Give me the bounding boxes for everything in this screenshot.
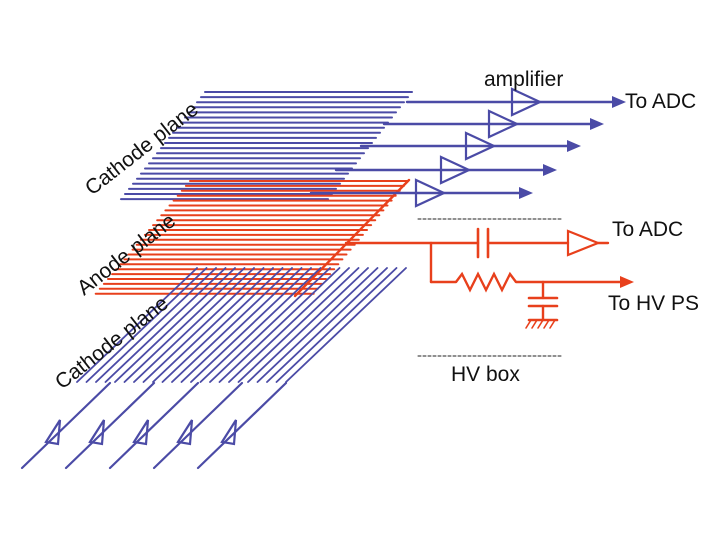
amplifier-triangle: [414, 178, 447, 208]
to-adc-top-label: To ADC: [625, 90, 696, 113]
ground-hatch: [537, 319, 544, 329]
bottom-cathode-wire: [237, 267, 360, 383]
arrow-head: [567, 140, 581, 152]
bottom-cathode-plane: [20, 267, 407, 470]
bottom-cathode-wire: [180, 267, 303, 383]
bottom-cathode-label: Cathode plane: [51, 292, 173, 394]
to-adc-anode-label: To ADC: [612, 218, 683, 241]
ground-hatch: [549, 319, 556, 329]
bottom-cathode-wire: [190, 267, 312, 383]
hv-circuit: [344, 218, 634, 357]
bottom-cathode-wire: [218, 267, 341, 383]
bottom-amplifier-triangle: [220, 419, 238, 446]
amplifier-triangle: [439, 155, 472, 185]
top-cathode-plane: [120, 91, 413, 201]
arrow-head: [543, 164, 557, 176]
to-hv-ps-label: To HV PS: [608, 292, 699, 315]
bottom-cathode-wire: [104, 267, 227, 383]
bottom-amplifier-triangle: [88, 419, 106, 446]
bottom-readout-line: [196, 381, 288, 470]
bottom-cathode-wire: [133, 267, 255, 383]
bottom-cathode-wire: [76, 267, 198, 383]
bottom-cathode-wire: [142, 267, 265, 383]
bottom-cathode-wire: [171, 267, 293, 383]
bottom-readout-line: [108, 381, 200, 470]
bottom-cathode-wire: [228, 267, 350, 383]
amplifier-triangle: [464, 131, 497, 161]
bottom-readout-line: [152, 381, 244, 470]
amplifier-group: [309, 87, 626, 208]
bottom-cathode-wire: [275, 267, 398, 383]
arrow-head: [612, 96, 626, 108]
ground-hatch: [525, 319, 532, 329]
amplifier-triangle: [487, 109, 520, 139]
bottom-cathode-wire: [256, 267, 379, 383]
bottom-cathode-wire: [161, 267, 284, 383]
bottom-cathode-wire: [209, 267, 331, 383]
ground-hatch: [543, 319, 550, 329]
amplifier-label: amplifier: [484, 68, 563, 91]
bottom-readout-line: [64, 381, 156, 470]
bottom-cathode-wire: [199, 267, 322, 383]
arrow-head: [519, 187, 533, 199]
bottom-amplifier-triangle: [176, 419, 194, 446]
bottom-cathode-wire: [123, 267, 246, 383]
bottom-amplifier-triangle: [44, 419, 62, 446]
bottom-cathode-wire: [152, 267, 274, 383]
bottom-cathode-wire: [266, 267, 388, 383]
bottom-cathode-wire: [247, 267, 369, 383]
resistor: [455, 271, 517, 293]
amplifier-triangle: [510, 87, 543, 117]
anode-amplifier-triangle: [566, 229, 601, 257]
bottom-cathode-wire: [285, 267, 407, 383]
bottom-cathode-wire: [85, 267, 208, 383]
bottom-cathode-wire: [114, 267, 236, 383]
bottom-readout-line: [20, 381, 112, 470]
hv-box-label: HV box: [451, 363, 520, 386]
anode-plane: [94, 178, 411, 298]
arrow-head: [590, 118, 604, 130]
bottom-amplifier-triangle: [132, 419, 150, 446]
hv-arrow-head: [620, 276, 634, 288]
anode-bus: [293, 178, 411, 298]
bottom-cathode-wire: [95, 267, 217, 383]
ground-hatch: [531, 319, 538, 329]
